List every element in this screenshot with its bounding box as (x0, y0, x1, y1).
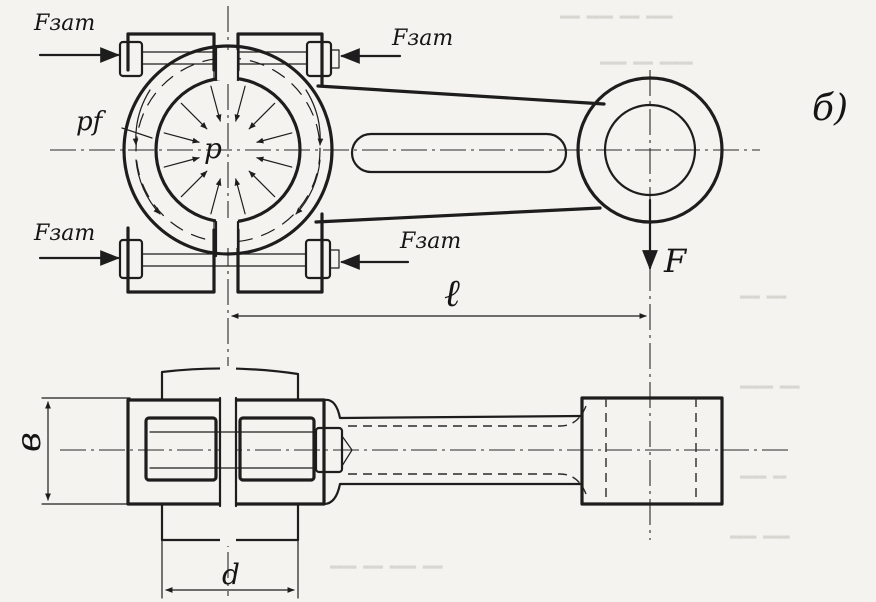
svg-text:▬▬▬▬ ▬▬▬▬: ▬▬▬▬ ▬▬▬▬ (730, 530, 790, 543)
pressure-arrow (163, 156, 200, 168)
svg-text:▬▬▬▬ ▬▬▬ ▬▬▬▬ ▬▬▬: ▬▬▬▬ ▬▬▬ ▬▬▬▬ ▬▬▬ (330, 560, 443, 573)
upper-bolt-nut (305, 40, 333, 78)
lower-bolt-head (118, 238, 144, 280)
hub-outer-circle (122, 44, 334, 256)
pf-leader-line (121, 127, 153, 139)
lever-slot (350, 132, 568, 174)
arm-lower-outline (322, 482, 584, 506)
pressure-arrow (180, 170, 208, 198)
front-view (38, 6, 760, 596)
label-pressure-friction: pf (76, 107, 107, 137)
eye-block (580, 396, 724, 506)
svg-text:▬▬▬▬ ▬▬: ▬▬▬▬ ▬▬ (740, 470, 787, 483)
label-force-clamp-top-right: Fзат (391, 26, 453, 51)
bolt-nut-right (238, 416, 316, 482)
friction-arrows (132, 89, 324, 215)
svg-text:▬▬▬▬▬ ▬▬▬: ▬▬▬▬▬ ▬▬▬ (740, 380, 800, 393)
lower-bolt-nut (304, 238, 332, 280)
lever-lower-edge (314, 206, 602, 224)
pressure-arrow (256, 132, 293, 144)
svg-text:▬▬▬ ▬▬▬: ▬▬▬ ▬▬▬ (740, 290, 787, 303)
pressure-arrow (210, 85, 222, 122)
background-texture: ▬▬▬ ▬▬▬▬ ▬▬▬ ▬▬▬▬ ▬▬▬▬ ▬▬▬ ▬▬▬▬▬ ▬▬▬ ▬▬▬… (330, 10, 800, 573)
bolt-head-left (144, 416, 218, 482)
pressure-arrow (256, 156, 293, 168)
pressure-arrow (180, 102, 208, 130)
label-pressure: p (204, 132, 222, 165)
label-view-letter: б) (812, 88, 848, 129)
labels: Fзат Fзат Fзат Fзат pf p б) F ℓ в d (9, 11, 848, 591)
upper-bolt-head (118, 40, 144, 78)
arm-upper-outline (322, 398, 584, 420)
pressure-arrow (248, 170, 276, 198)
pressure-arrow (163, 132, 200, 144)
pressure-arrow (234, 85, 246, 122)
svg-text:▬▬▬▬ ▬▬▬ ▬▬▬▬▬: ▬▬▬▬ ▬▬▬ ▬▬▬▬▬ (600, 56, 693, 69)
label-force-clamp-bottom-left: Fзат (33, 221, 95, 246)
pressure-arrow (210, 178, 222, 215)
pressure-arrows (163, 85, 293, 215)
pressure-arrow (248, 102, 276, 130)
bolt-end (314, 426, 344, 474)
pressure-arrow (234, 178, 246, 215)
lever-upper-edge (316, 84, 606, 106)
svg-text:▬▬▬ ▬▬▬▬ ▬▬▬ ▬▬▬▬: ▬▬▬ ▬▬▬▬ ▬▬▬ ▬▬▬▬ (560, 10, 673, 23)
label-force-clamp-top-left: Fзат (33, 11, 95, 36)
label-width: в (9, 432, 49, 452)
label-force-clamp-bottom-right: Fзат (399, 229, 461, 254)
label-force: F (663, 242, 688, 280)
label-diameter: d (222, 558, 240, 591)
top-view (41, 366, 790, 599)
eye-inner-circle (603, 103, 697, 197)
label-lever-length: ℓ (444, 271, 460, 315)
